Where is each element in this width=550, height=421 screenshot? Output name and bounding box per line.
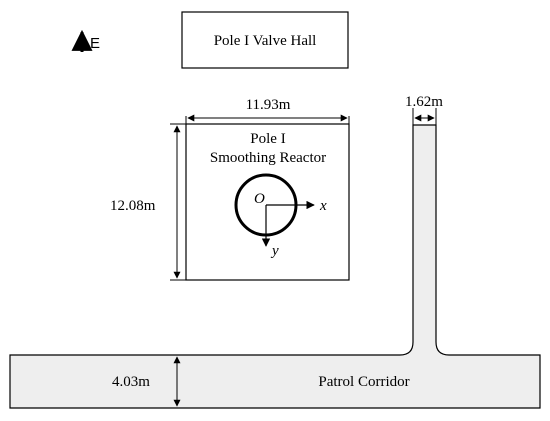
reactor-height-dimension: 12.08m — [110, 123, 186, 281]
corridor-label: Patrol Corridor — [318, 374, 409, 390]
reactor-box — [185, 123, 350, 281]
x-axis-label: x — [319, 198, 327, 214]
valve-hall-box — [181, 11, 349, 69]
reactor-label-line1: Pole I — [250, 131, 285, 147]
branch-width-label: 1.62m — [405, 94, 443, 110]
smoothing-reactor: Pole I Smoothing Reactor O x y — [185, 123, 350, 281]
corridor-width-dimension: 4.03m — [112, 356, 181, 407]
valve-hall-label: Pole I Valve Hall — [214, 33, 317, 49]
reactor-width-label: 11.93m — [246, 97, 291, 113]
reactor-label-line2: Smoothing Reactor — [210, 150, 326, 166]
patrol-corridor: Patrol Corridor — [9, 124, 541, 409]
compass-label: E — [90, 35, 100, 52]
origin-label: O — [254, 191, 265, 207]
branch-width-dimension: 1.62m — [405, 94, 443, 125]
corridor-width-label: 4.03m — [112, 374, 150, 390]
y-axis-label: y — [270, 243, 279, 259]
reactor-height-label: 12.08m — [110, 198, 156, 214]
compass: E — [71, 29, 100, 52]
valve-hall: Pole I Valve Hall — [181, 11, 349, 69]
corridor-shape — [9, 124, 541, 409]
reactor-width-dimension: 11.93m — [185, 97, 350, 124]
